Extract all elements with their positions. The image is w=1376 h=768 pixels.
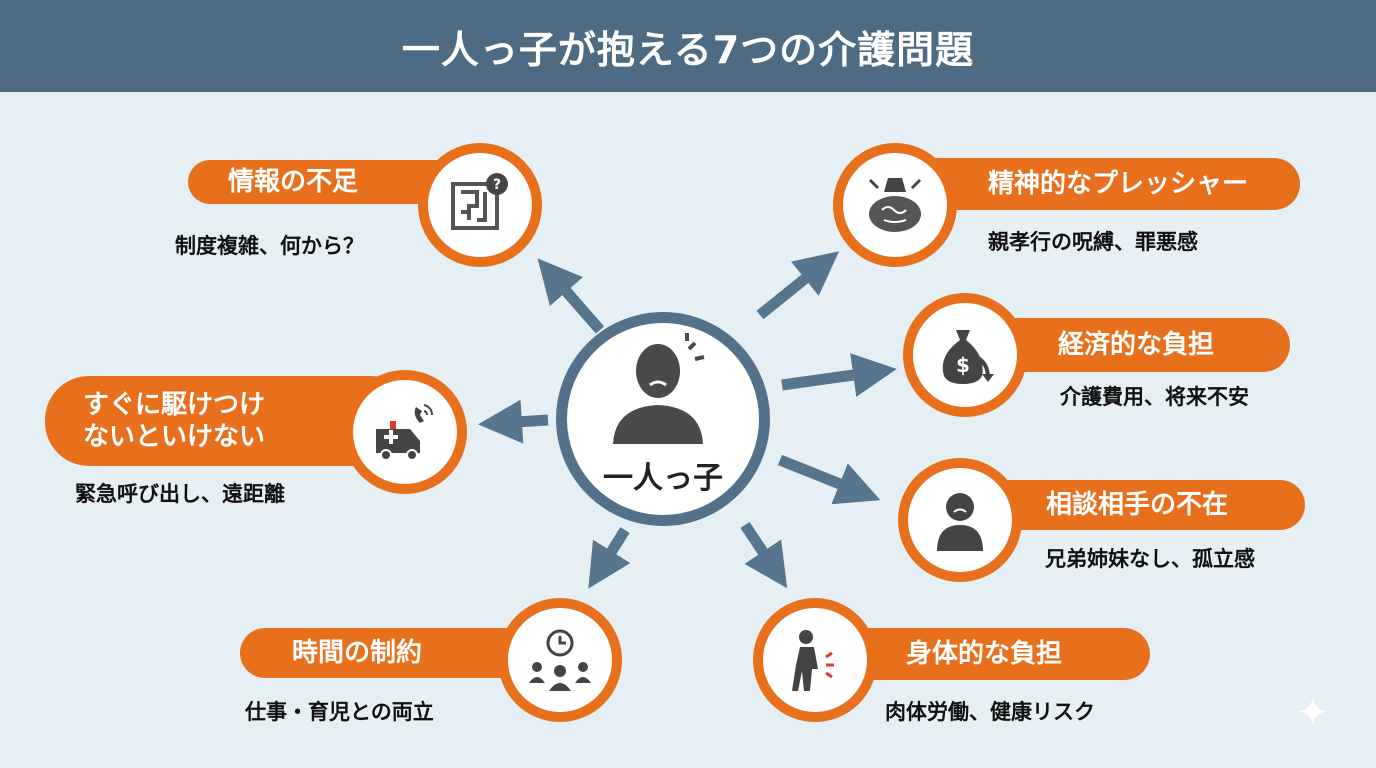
item-money-circle: $ xyxy=(903,293,1027,417)
item-title: 時間の制約 xyxy=(292,637,423,668)
item-pressure-subtitle: 親孝行の呪縛、罪悪感 xyxy=(988,230,1198,254)
sad-person-icon xyxy=(937,493,983,551)
ambulance-phone-icon xyxy=(376,404,434,461)
item-title: 経済的な負担 xyxy=(1058,329,1215,360)
item-title-line2: ないといけない xyxy=(83,422,266,452)
item-title: 相談相手の不在 xyxy=(1046,489,1229,520)
center-label: 一人っ子 xyxy=(603,461,723,496)
item-time-circle xyxy=(498,598,622,722)
item-title: 精神的なプレッシャー xyxy=(988,168,1249,199)
item-body-circle xyxy=(753,598,877,722)
brain-weight-icon xyxy=(868,178,922,232)
arrow-urgent xyxy=(478,399,549,444)
arrow-body xyxy=(740,521,788,589)
item-pressure-circle xyxy=(833,143,957,267)
arrow-time xyxy=(588,527,631,589)
clock-people-icon xyxy=(529,629,591,691)
item-body-subtitle: 肉体労働、健康リスク xyxy=(885,700,1095,724)
item-alone-circle xyxy=(898,458,1022,582)
item-alone-subtitle: 兄弟姉妹なし、孤立感 xyxy=(1045,547,1255,571)
item-title: 情報の不足 xyxy=(228,166,359,197)
svg-text:?: ? xyxy=(493,177,501,193)
maze-question-icon: ? xyxy=(451,173,508,230)
page-title: 一人っ子が抱える7つの介護問題 xyxy=(401,27,975,72)
arrow-money xyxy=(781,353,897,397)
arrow-pressure xyxy=(756,251,840,320)
only-child-hub: 一人っ子 xyxy=(556,312,770,526)
item-title: 身体的な負担 xyxy=(906,638,1063,669)
item-info-circle: ? xyxy=(418,143,542,267)
stressed-person-icon xyxy=(613,333,705,444)
item-title-line1: すぐに駆けつけ xyxy=(83,389,266,420)
money-bag-icon: $ xyxy=(942,330,994,384)
item-urgent-subtitle: 緊急呼び出し、遠距離 xyxy=(75,482,285,506)
sparkle-icon: ✦ xyxy=(1296,690,1330,736)
arrow-alone xyxy=(777,454,881,505)
header: 一人っ子が抱える7つの介護問題 xyxy=(0,0,1376,92)
item-info-subtitle: 制度複雑、何から？ xyxy=(175,234,364,258)
svg-text:$: $ xyxy=(956,353,970,377)
item-urgent-circle xyxy=(343,370,467,494)
item-time-subtitle: 仕事・育児との両立 xyxy=(245,700,434,724)
item-money-subtitle: 介護費用、将来不安 xyxy=(1060,385,1249,409)
back-pain-icon xyxy=(792,630,834,691)
arrow-info xyxy=(537,258,605,334)
